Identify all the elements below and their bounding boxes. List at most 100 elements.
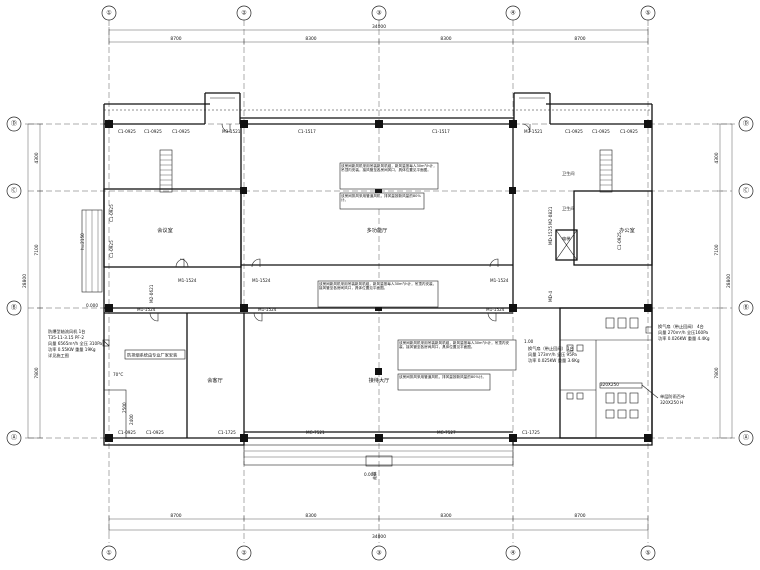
stair-tag: h=2150 <box>80 233 85 250</box>
label-m1-a: M1-1524 <box>178 278 197 283</box>
note-left-box: 防排烟系统由专业厂家安装 <box>127 352 178 359</box>
label-c1-bl1: C1-0925 <box>118 430 136 435</box>
fan-symbols <box>102 326 659 399</box>
columns <box>105 120 652 442</box>
note-hall-1: 该房间新风机采用吊装新风机组，新风量按每人30m³/h计，吊顶内安装，接风管至各… <box>399 341 510 350</box>
room-office: 办公室 <box>619 226 635 234</box>
grid-top-3: ③ <box>376 10 381 17</box>
equip-mid-2: 风量 173m³/h 全压 95Pa <box>528 351 577 358</box>
grid-left-c: Ⓒ <box>11 187 17 195</box>
grid-right-a: Ⓐ <box>743 434 749 442</box>
label-office-4: M2-0821 <box>548 206 553 225</box>
dimensions-bottom: 8700 8300 8300 8700 34000 <box>108 513 649 540</box>
dimensions-right: 4300 7100 7800 28800 <box>714 123 735 439</box>
label-m1-c: M1-1524 <box>490 278 509 283</box>
dim-left-total: 28800 <box>22 274 28 288</box>
grid-top-1: ① <box>106 10 111 17</box>
dim-right-bay-1: 4300 <box>714 152 720 163</box>
dim-top-bay-4: 8700 <box>574 36 585 42</box>
label-mc-1: MC-7521 <box>306 430 325 435</box>
dim-left-bay-3: 7800 <box>34 367 40 378</box>
label-c1-bm-r: C1-1725 <box>522 430 540 435</box>
wc-small-1: 卫生间 <box>562 205 575 212</box>
dim-right-bay-3: 7800 <box>714 367 720 378</box>
grid-bottom-3: ③ <box>376 550 381 557</box>
grid-bubbles-left: Ⓓ Ⓒ Ⓑ Ⓐ <box>6 116 22 446</box>
dim-left-bay-2: 7100 <box>34 244 40 255</box>
dim-left-bay-1: 4300 <box>34 152 40 163</box>
equip-right-2: 风量 270m³/h 全压160Pa <box>658 329 709 336</box>
label-c1-tm2: C1-1517 <box>432 129 450 134</box>
label-c1-tr2: C1-0925 <box>592 129 610 134</box>
equip-left-2: T35-11-3.15 PF-2 <box>47 335 84 340</box>
note-multi-1: 该房间新风机采用吊装新风机组，新风量按每人30m³/h计，吊顶内安装，接风管至各… <box>341 164 437 173</box>
dim-top-bay-1: 8700 <box>170 36 181 42</box>
grid-bubbles-bottom: ① ② ③ ④ ⑤ <box>101 545 656 561</box>
label-mc-2: MC-7527 <box>437 430 456 435</box>
grid-right-d: Ⓓ <box>743 120 749 128</box>
grid-left-b: Ⓑ <box>11 304 17 312</box>
equip-left-3: 风量 6565m³/h 全压 310Pa <box>48 340 103 347</box>
grid-left-a: Ⓐ <box>11 434 17 442</box>
elevator-label: 电梯 <box>562 235 570 242</box>
room-reception: 会客厅 <box>207 376 223 384</box>
grid-bottom-1: ① <box>106 550 111 557</box>
dim-bottom-total: 34000 <box>372 534 386 540</box>
equip-right-3: 功率 0.026KW 重量 4.4Kg <box>658 335 710 342</box>
duct-size: 320X250 <box>600 382 619 387</box>
grid-left-d: Ⓓ <box>11 120 17 128</box>
label-left-3: C1-0925 <box>109 240 114 258</box>
equip-left-1: 防爆型轴流风机 1台 <box>48 328 86 335</box>
grid-top-4: ④ <box>510 10 515 17</box>
label-c1-tm1: C1-1517 <box>298 129 316 134</box>
dim-right-bay-2: 7100 <box>714 244 720 255</box>
grid-top-5: ⑤ <box>645 10 650 17</box>
dim-bottom-bay-1: 8700 <box>170 513 181 519</box>
label-c1-tr3: C1-0925 <box>620 129 638 134</box>
label-m1-e: M1-1524 <box>486 307 505 312</box>
label-m1-d: M1-1524 <box>258 307 277 312</box>
label-m3-right: M3-1521 <box>524 129 543 134</box>
label-c1-tl1: C1-0925 <box>118 129 136 134</box>
grid-right-b: Ⓑ <box>743 304 749 312</box>
temp-tag: 70°C <box>113 372 123 377</box>
equip-right-1: 换气扇（带止回阀） 4台 <box>658 323 704 330</box>
note-reception: 该房间新风机采用吊装新风机组，新风量按每人30m³/h计，吊顶内安装，接风管至各… <box>319 282 437 291</box>
label-left-6: 2400 <box>129 414 134 425</box>
grid-bubbles-top: ① ② ③ ④ ⑤ <box>101 5 656 21</box>
dim-right-total: 28800 <box>726 274 732 288</box>
wc-small-2: 卫生间 <box>562 170 575 177</box>
mid-dim: 2500 <box>122 402 127 413</box>
interior-walls <box>81 123 653 439</box>
label-left-2: M2-0621 <box>149 284 154 303</box>
grid-bottom-4: ④ <box>510 550 515 557</box>
dim-bottom-bay-2: 8300 <box>305 513 316 519</box>
notes: 该房间新风机采用吊装新风机组，新风量按每人30m³/h计，吊顶内安装，接风管至各… <box>47 162 710 480</box>
label-stair-left: 0.000 <box>86 303 98 308</box>
equip-mid-3: 功率 0.025KW 重量 3.6Kg <box>528 357 580 364</box>
label-stair-right: 0.000 <box>364 472 376 477</box>
label-c1-tr1: C1-0925 <box>565 129 583 134</box>
label-c1-bm-l: C1-1725 <box>218 430 236 435</box>
room-labels: 会议室 多功能厅 办公室 会客厅 接待大厅 <box>157 226 635 384</box>
note-hall-2: 该房间排风采用管道风机，排风量按新风量的80%计。 <box>399 375 487 379</box>
label-c1-tl3: C1-0925 <box>172 129 190 134</box>
grid-top-2: ② <box>241 10 247 17</box>
room-lobby: 接待大厅 <box>369 376 390 384</box>
grid-right-c: Ⓒ <box>743 187 749 195</box>
label-m1-f: M1-1524 <box>137 307 156 312</box>
label-m3-left: M3-1521 <box>222 129 241 134</box>
label-m1-b: M1-1524 <box>252 278 271 283</box>
dimensions-top: 34000 8700 8300 8300 8700 <box>108 24 649 45</box>
dim-top-total: 34000 <box>372 24 386 30</box>
grid-bubbles-right: Ⓓ Ⓒ Ⓑ Ⓐ <box>738 116 754 446</box>
grid-bottom-2: ② <box>241 550 247 557</box>
dim-bottom-bay-4: 8700 <box>574 513 585 519</box>
door-window-labels: C1-0925 C1-0925 C1-0925 M3-1521 C1-1517 … <box>86 129 638 477</box>
elev-tag: 1.00 <box>524 339 534 344</box>
note-multi-2: 该房间排风采用管道风机，排风量按新风量的80%计。 <box>341 194 421 203</box>
label-office-2: MD-1525 <box>548 226 553 245</box>
dimensions-left: 28800 4300 7100 7800 <box>22 123 43 439</box>
room-meeting: 会议室 <box>157 226 173 234</box>
